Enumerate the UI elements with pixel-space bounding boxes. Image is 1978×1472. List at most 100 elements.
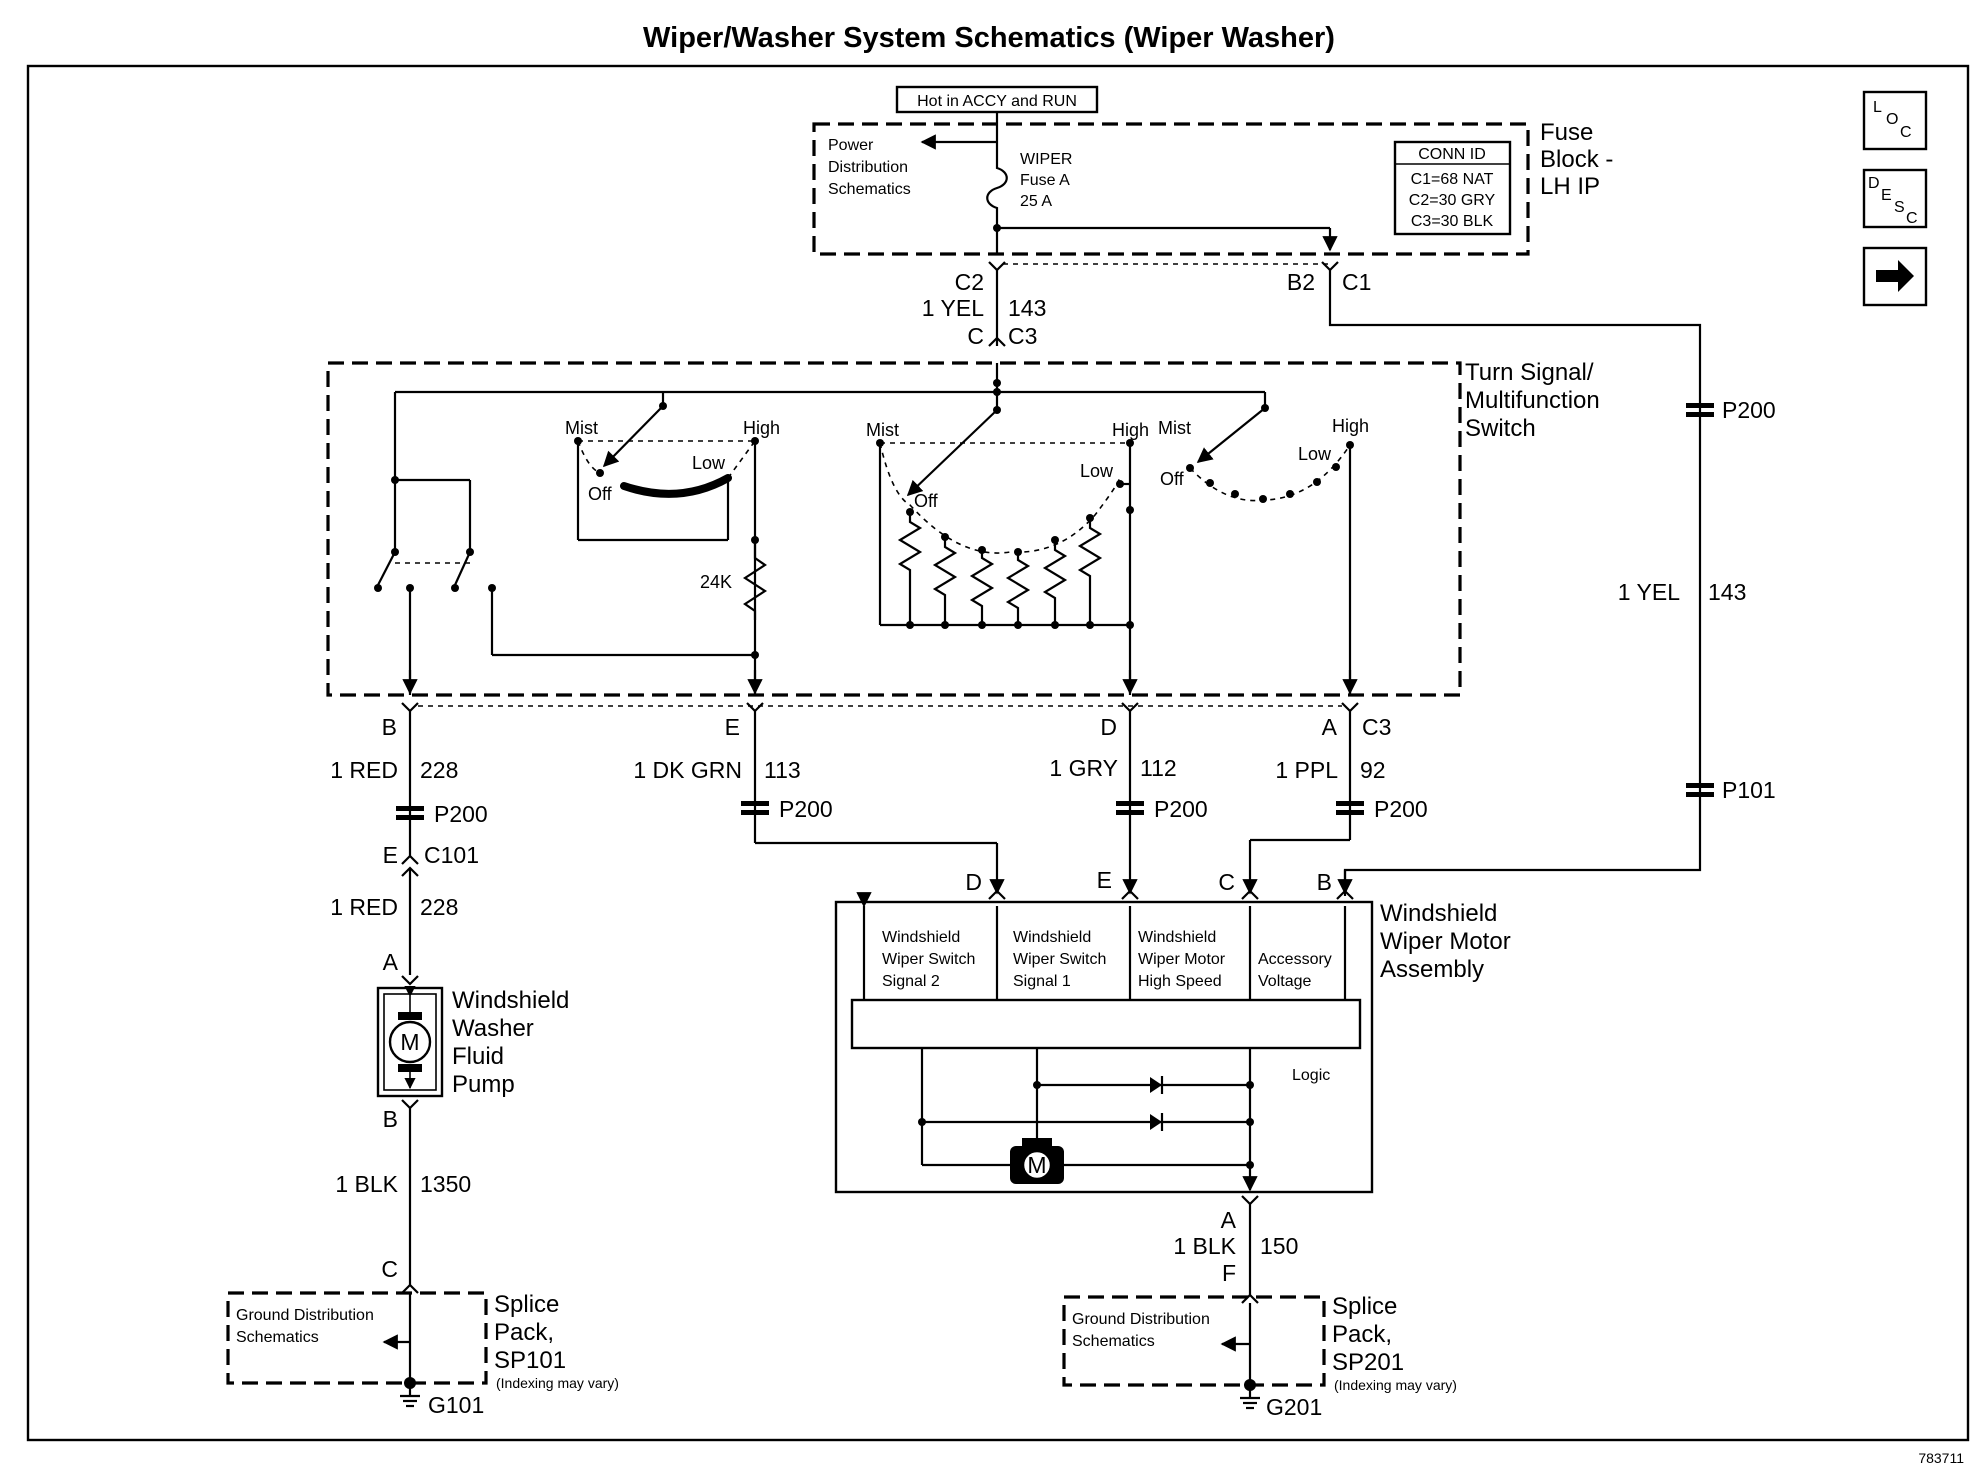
desc-letter-c: C xyxy=(1906,210,1918,227)
wire-228-color-1: 1 RED xyxy=(330,757,398,783)
conn-c3-top: C3 xyxy=(1008,323,1037,349)
wire-113-color: 1 DK GRN xyxy=(633,757,742,783)
sp101-name-2: Pack, xyxy=(494,1319,554,1346)
speed-resistor-ladder xyxy=(897,512,1103,625)
sp101-name-3: SP101 xyxy=(494,1347,566,1374)
conn-id-table xyxy=(1393,140,1512,236)
loc-letter-o: O xyxy=(1886,111,1898,128)
conn-d-motor: D xyxy=(965,869,982,895)
pos-mist-2: Mist xyxy=(866,420,899,440)
motor-assy-name-2: Wiper Motor xyxy=(1380,928,1511,955)
conn-c: C xyxy=(967,323,984,349)
inline-p101 xyxy=(1686,783,1714,797)
motor-assy-name-1: Windshield xyxy=(1380,900,1497,927)
pos-off-3: Off xyxy=(1160,469,1185,489)
wire-1350-color: 1 BLK xyxy=(335,1171,398,1197)
conn-c1: C1 xyxy=(1342,269,1371,295)
wire-112-color: 1 GRY xyxy=(1049,755,1118,781)
inline-p200-113 xyxy=(741,801,769,815)
conn-id-header: CONN ID xyxy=(1418,146,1486,163)
pos-off-1: Off xyxy=(588,484,613,504)
cell-2-line-3: Signal 1 xyxy=(1013,973,1071,990)
wiper-motor-assembly xyxy=(834,900,1374,1194)
delay-resistive-track xyxy=(620,474,732,498)
cell-1-line-2: Wiper Switch xyxy=(882,951,975,968)
wire-228-circuit-1: 228 xyxy=(420,757,458,783)
high-switch-wiper xyxy=(1196,407,1266,463)
page-title: Wiper/Washer System Schematics (Wiper Wa… xyxy=(643,22,1335,54)
conn-c2: C2 xyxy=(955,269,984,295)
inline-p200-228 xyxy=(396,806,424,820)
pump-name-3: Fluid xyxy=(452,1043,504,1070)
fuse-name: WIPER xyxy=(1020,151,1072,168)
diagram-frame xyxy=(26,64,1970,1442)
hot-label: Hot in ACCY and RUN xyxy=(917,93,1077,110)
p101-label: P101 xyxy=(1722,777,1776,803)
pump-motor-letter: M xyxy=(400,1029,419,1055)
cell-1-line-1: Windshield xyxy=(882,929,960,946)
conn-f: F xyxy=(1222,1260,1236,1286)
resistor-24k-label: 24K xyxy=(700,572,732,592)
conn-c-sp101: C xyxy=(381,1256,398,1282)
desc-letter-d: D xyxy=(1868,175,1880,192)
conn-b2: B2 xyxy=(1287,269,1315,295)
pos-low-3: Low xyxy=(1298,444,1332,464)
pos-high-3: High xyxy=(1332,416,1369,436)
conn-a-motor: A xyxy=(1221,1207,1237,1233)
sp201-name-2: Pack, xyxy=(1332,1321,1392,1348)
next-arrow-button[interactable] xyxy=(1862,246,1928,307)
sp101-gd-1: Ground Distribution xyxy=(236,1307,374,1324)
conn-b-pump: B xyxy=(383,1106,398,1132)
switch-output-connectors xyxy=(401,702,1359,713)
wire-112-circuit: 112 xyxy=(1140,755,1177,781)
wire-143-circuit-right: 143 xyxy=(1708,579,1746,605)
p200-label-right: P200 xyxy=(1722,397,1776,423)
washer-switch-blade-1 xyxy=(377,551,396,586)
conn-b-switch: B xyxy=(382,714,397,740)
splice-pack-sp101 xyxy=(226,1291,488,1385)
p200-label-112: P200 xyxy=(1154,796,1208,822)
wire-228-color-2: 1 RED xyxy=(330,894,398,920)
desc-button[interactable]: D E S C xyxy=(1862,168,1928,229)
fuse-block-name-2: Block - xyxy=(1540,146,1613,173)
power-dist-1: Power xyxy=(828,137,874,154)
pos-off-2: Off xyxy=(914,491,939,511)
desc-letter-e: E xyxy=(1881,187,1892,204)
pump-name-1: Windshield xyxy=(452,987,569,1014)
desc-letter-s: S xyxy=(1894,199,1905,216)
wiper-motor-icon xyxy=(1021,1149,1053,1181)
wire-113-circuit: 113 xyxy=(764,757,801,783)
conn-c101: C101 xyxy=(424,842,479,868)
cell-2-line-1: Windshield xyxy=(1013,929,1091,946)
pos-high-2: High xyxy=(1112,420,1149,440)
cell-3-line-3: High Speed xyxy=(1138,973,1222,990)
splice-pack-sp201 xyxy=(1062,1295,1326,1387)
right-arrow-icon xyxy=(1876,260,1914,292)
ground-g101: G101 xyxy=(428,1392,484,1418)
pos-low-1: Low xyxy=(692,453,726,473)
conn-e-motor: E xyxy=(1097,867,1112,893)
fuse-rating: 25 A xyxy=(1020,193,1052,210)
washer-switch-blade-2 xyxy=(453,551,472,586)
sp201-name-3: SP201 xyxy=(1332,1349,1404,1376)
sp201-gd-1: Ground Distribution xyxy=(1072,1311,1210,1328)
conn-e-switch: E xyxy=(725,714,740,740)
wire-228-circuit-2: 228 xyxy=(420,894,458,920)
wire-143-circuit-top: 143 xyxy=(1008,295,1046,321)
p200-label-113: P200 xyxy=(779,796,833,822)
pos-low-2: Low xyxy=(1080,461,1114,481)
switch-name-3: Switch xyxy=(1465,415,1536,442)
cell-4-line-2: Voltage xyxy=(1258,973,1311,990)
pos-high-1: High xyxy=(743,418,780,438)
fuse-block-boundary xyxy=(812,122,1530,256)
logic-label: Logic xyxy=(1292,1067,1330,1084)
conn-c-motor: C xyxy=(1218,869,1235,895)
wire-92-circuit: 92 xyxy=(1360,757,1386,783)
pos-mist-3: Mist xyxy=(1158,418,1191,438)
switch-name-2: Multifunction xyxy=(1465,387,1600,414)
p200-label-228: P200 xyxy=(434,801,488,827)
sp201-note: (Indexing may vary) xyxy=(1334,1377,1457,1393)
loc-button[interactable]: L O C xyxy=(1862,90,1928,151)
sp101-note: (Indexing may vary) xyxy=(496,1375,619,1391)
wire-143-color-top: 1 YEL xyxy=(922,295,984,321)
